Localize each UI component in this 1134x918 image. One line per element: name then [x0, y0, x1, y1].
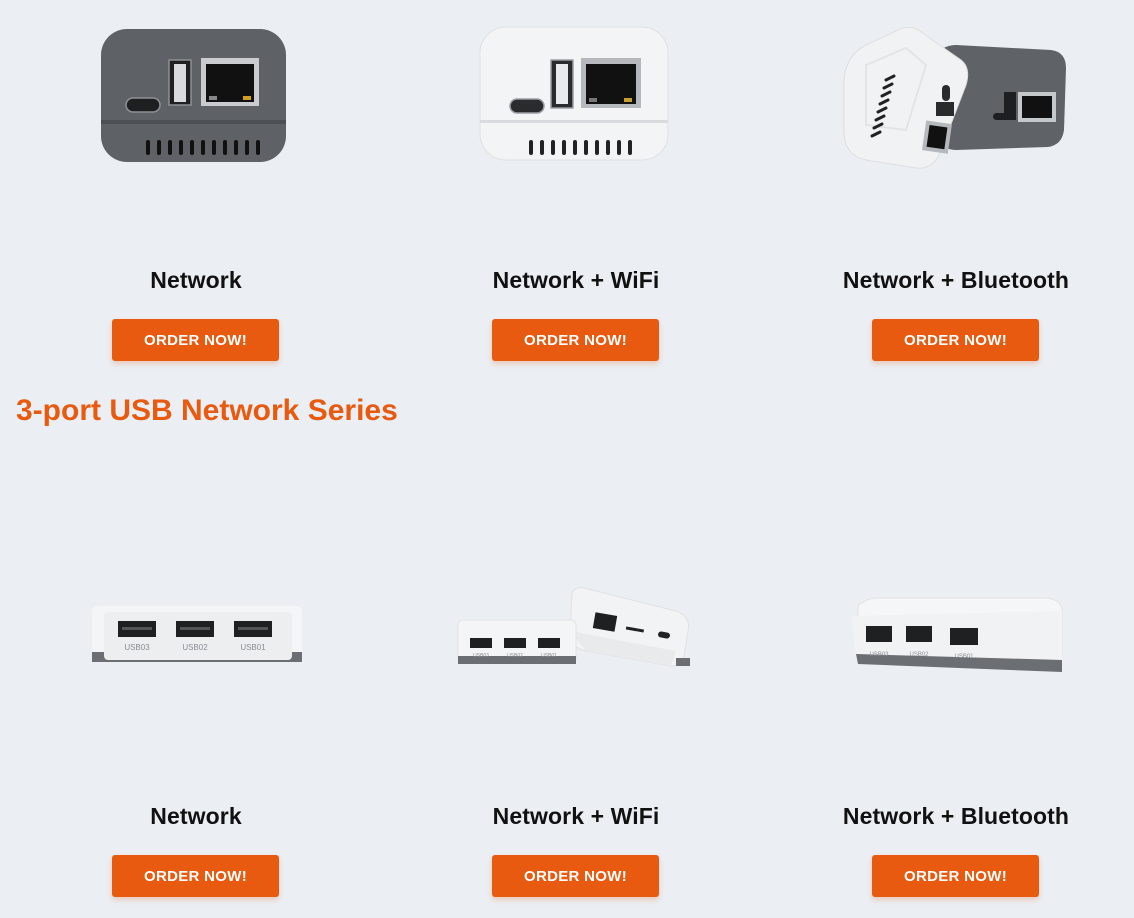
- product-image-usb-hub-front[interactable]: USB03 USB02 USB01: [6, 576, 386, 766]
- product-title: Network + WiFi: [492, 803, 660, 829]
- product-title: Network: [150, 803, 242, 829]
- product-title: Network + Bluetooth: [842, 803, 1070, 829]
- usb-port-label: USB02: [909, 652, 929, 658]
- usb-port-label: USB03: [124, 643, 150, 652]
- order-now-button[interactable]: ORDER NOW!: [112, 855, 279, 897]
- product-row-2: USB03 USB02 USB01 Network ORDER NOW!: [0, 536, 1134, 918]
- order-now-button[interactable]: ORDER NOW!: [492, 855, 659, 897]
- product-image-usb-hub-angled[interactable]: USB03 USB02 USB01: [766, 576, 1134, 766]
- product-image-gray-adapter[interactable]: [6, 20, 386, 210]
- product-image-adapter-pair[interactable]: [766, 10, 1134, 200]
- product-image-white-adapter[interactable]: [386, 20, 766, 210]
- usb-port-label: USB01: [240, 643, 266, 652]
- usb-port-label: USB03: [473, 653, 489, 659]
- order-now-button[interactable]: ORDER NOW!: [872, 855, 1039, 897]
- usb-port-label: USB02: [182, 643, 208, 652]
- product-image-usb-hub-pair[interactable]: USB03 USB02 USB01: [386, 576, 766, 766]
- section-title-3-port-usb: 3-port USB Network Series: [16, 394, 398, 427]
- usb-port-label: USB03: [869, 652, 889, 658]
- product-title: Network: [150, 267, 242, 293]
- usb-port-label: USB01: [541, 653, 557, 659]
- order-now-button[interactable]: ORDER NOW!: [872, 319, 1039, 361]
- product-title: Network + WiFi: [492, 267, 660, 293]
- usb-port-label: USB02: [507, 653, 523, 659]
- usb-port-label: USB01: [954, 654, 974, 660]
- product-row-1: Network ORDER NOW!: [0, 0, 1134, 380]
- order-now-button[interactable]: ORDER NOW!: [492, 319, 659, 361]
- product-title: Network + Bluetooth: [842, 267, 1070, 293]
- order-now-button[interactable]: ORDER NOW!: [112, 319, 279, 361]
